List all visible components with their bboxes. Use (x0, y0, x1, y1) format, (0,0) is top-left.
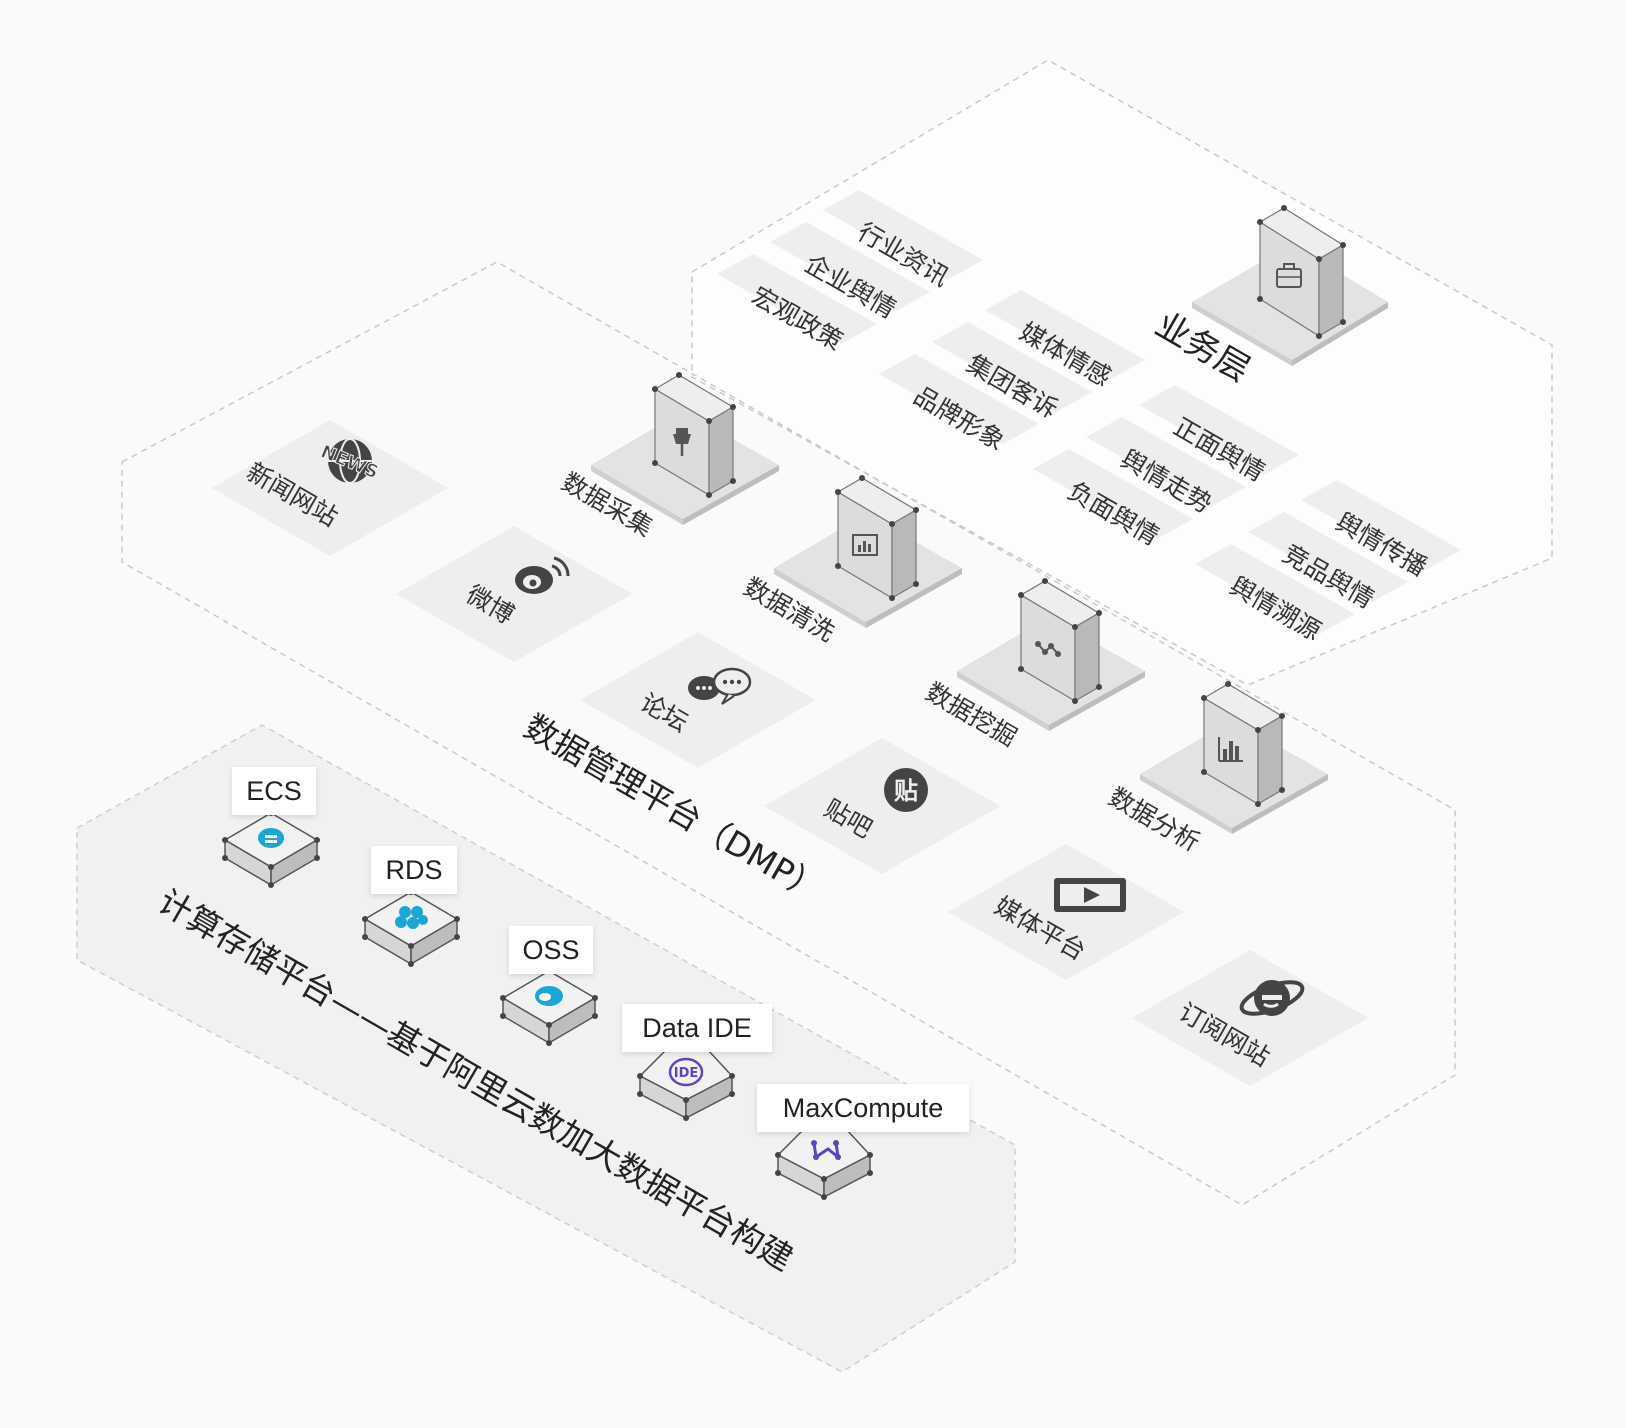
bar-chart-icon (852, 534, 878, 556)
network-nodes-icon (1035, 641, 1061, 657)
data-ide-icon: IDE (668, 1057, 704, 1087)
pushpin-icon (673, 428, 691, 456)
service-ecs (222, 810, 320, 888)
source-tile-forum: 论坛 (580, 632, 816, 768)
tieba-icon: 贴 (884, 768, 928, 812)
pipeline-server-clean (774, 475, 962, 628)
dmp-sources: NEWS 新闻网站 微博 论坛 (212, 420, 1368, 1086)
service-maxcompute (775, 1128, 873, 1200)
chat-bubbles-icon (688, 667, 752, 705)
svg-text:IDE: IDE (674, 1066, 699, 1081)
ie-browser-icon (1239, 980, 1305, 1016)
rds-hexagons-icon (395, 906, 428, 929)
oss-cloud-icon (535, 986, 563, 1006)
service-label: Data IDE (642, 1013, 752, 1043)
service-rds (362, 889, 460, 967)
source-tile-news: NEWS 新闻网站 (212, 420, 448, 556)
source-tile-tieba: 贴 贴吧 (764, 738, 1000, 874)
business-server (1192, 205, 1388, 366)
service-label-box: MaxCompute (757, 1084, 969, 1132)
pipeline-server-analyze (1140, 681, 1328, 834)
service-oss (500, 968, 598, 1046)
source-tile-subscription: 订阅网站 (1132, 950, 1368, 1086)
service-label-box: OSS (509, 926, 593, 974)
column-chart-icon (1218, 737, 1243, 762)
compute-layer-outline (76, 724, 1016, 1373)
dmp-layer-outline (121, 261, 1456, 1206)
service-label-box: Data IDE (622, 1004, 772, 1052)
svg-text:贴: 贴 (894, 777, 918, 805)
briefcase-icon (1276, 263, 1302, 288)
source-tile-weibo: 微博 (396, 526, 632, 662)
service-label-box: ECS (232, 767, 316, 815)
pipeline-server-collect (591, 372, 779, 525)
service-label-box: RDS (371, 846, 457, 894)
service-label: OSS (522, 935, 579, 965)
service-label: MaxCompute (783, 1093, 944, 1123)
service-label: ECS (246, 776, 302, 806)
video-player-icon (1054, 878, 1126, 912)
ecs-cloud-icon (258, 828, 284, 848)
service-data-ide: IDE (637, 1049, 735, 1121)
service-label: RDS (385, 855, 442, 885)
source-tile-media: 媒体平台 (948, 844, 1184, 980)
maxcompute-icon (811, 1140, 841, 1161)
weibo-icon (515, 556, 570, 594)
pipeline-server-mine (957, 578, 1145, 731)
